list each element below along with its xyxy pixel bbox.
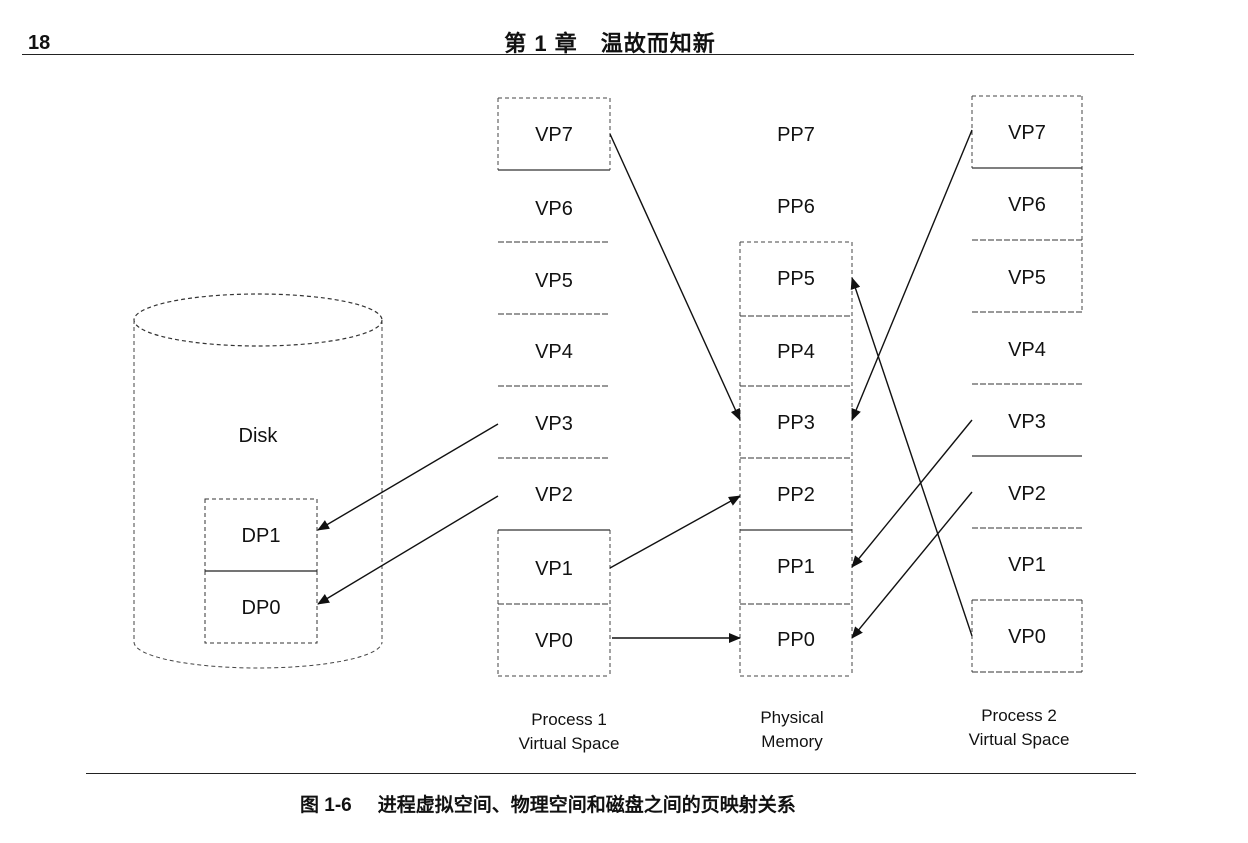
pm-page-label: PP2: [777, 484, 815, 506]
page-number: 18: [28, 32, 51, 54]
footer-rule: [86, 773, 1136, 774]
disk-top-ellipse: [133, 293, 383, 347]
arrow-p2-vp3-to-pp1: [851, 419, 973, 568]
process1-label: Process 1: [531, 710, 607, 729]
physical-sublabel: Memory: [761, 732, 823, 751]
p1-page-label: VP0: [535, 630, 573, 652]
arrow-p1-vp7-to-pp3: [609, 133, 741, 421]
p1-page-label: VP6: [535, 198, 573, 220]
p2-page-label: VP7: [1008, 122, 1046, 144]
process2-virtual-space: VP7 VP6 VP5 VP4 VP3 VP2 VP1 VP0: [971, 95, 1083, 673]
pm-page-label: PP7: [777, 124, 815, 146]
arrow-p2-vp7-to-pp3: [851, 129, 973, 421]
arrow-p1-vp3-to-dp1: [317, 423, 499, 531]
p1-page-label: VP2: [535, 484, 573, 506]
p2-page-label: VP0: [1008, 626, 1046, 648]
p1-page-label: VP3: [535, 413, 573, 435]
pm-page-label: PP0: [777, 629, 815, 651]
arrow-p2-vp2-to-pp0: [851, 491, 973, 639]
p1-page-label: VP7: [535, 124, 573, 146]
figure-caption: 图 1-6 进程虚拟空间、物理空间和磁盘之间的页映射关系: [300, 790, 960, 817]
arrow-p1-vp2-to-dp0: [317, 495, 499, 605]
pm-page-label: PP3: [777, 412, 815, 434]
p2-page-label: VP2: [1008, 483, 1046, 505]
p2-page-label: VP3: [1008, 411, 1046, 433]
disk-cylinder: Disk: [133, 293, 383, 669]
physical-memory: PP7 PP6 PP5 PP4 PP3 PP2 PP1 PP0: [739, 124, 853, 677]
disk-bottom-arc: [133, 641, 383, 669]
pm-page-label: PP1: [777, 556, 815, 578]
mapping-arrows: [317, 129, 973, 643]
chapter-title: 第 1 章 温故而知新: [504, 31, 716, 56]
p1-page-label: VP4: [535, 341, 573, 363]
disk-page-label: DP0: [242, 597, 281, 619]
p2-page-label: VP1: [1008, 554, 1046, 576]
p2-page-label: VP5: [1008, 267, 1046, 289]
figure-number: 图 1-6: [300, 795, 352, 816]
pm-page-label: PP6: [777, 196, 815, 218]
process2-label: Process 2: [981, 706, 1057, 725]
physical-label: Physical: [760, 708, 823, 727]
process2-sublabel: Virtual Space: [969, 730, 1070, 749]
disk-page-label: DP1: [242, 525, 281, 547]
p2-page-label: VP6: [1008, 194, 1046, 216]
disk-label: Disk: [239, 425, 279, 447]
figure-caption-text: 进程虚拟空间、物理空间和磁盘之间的页映射关系: [377, 795, 796, 816]
process1-virtual-space: VP7 VP6 VP5 VP4 VP3 VP2 VP1 VP0: [497, 97, 611, 677]
p1-page-label: VP5: [535, 270, 573, 292]
pm-page-label: PP4: [777, 341, 815, 363]
pm-page-label: PP5: [777, 268, 815, 290]
arrow-p1-vp1-to-pp2: [609, 495, 741, 569]
column-labels: Process 1 Virtual Space Physical Memory …: [519, 706, 1070, 753]
disk-pages: DP1 DP0: [204, 498, 318, 644]
p1-page-label: VP1: [535, 558, 573, 580]
process1-sublabel: Virtual Space: [519, 734, 620, 753]
p2-page-label: VP4: [1008, 339, 1046, 361]
header-rule: [22, 54, 1134, 55]
arrow-p2-vp0-to-pp5: [850, 277, 973, 637]
